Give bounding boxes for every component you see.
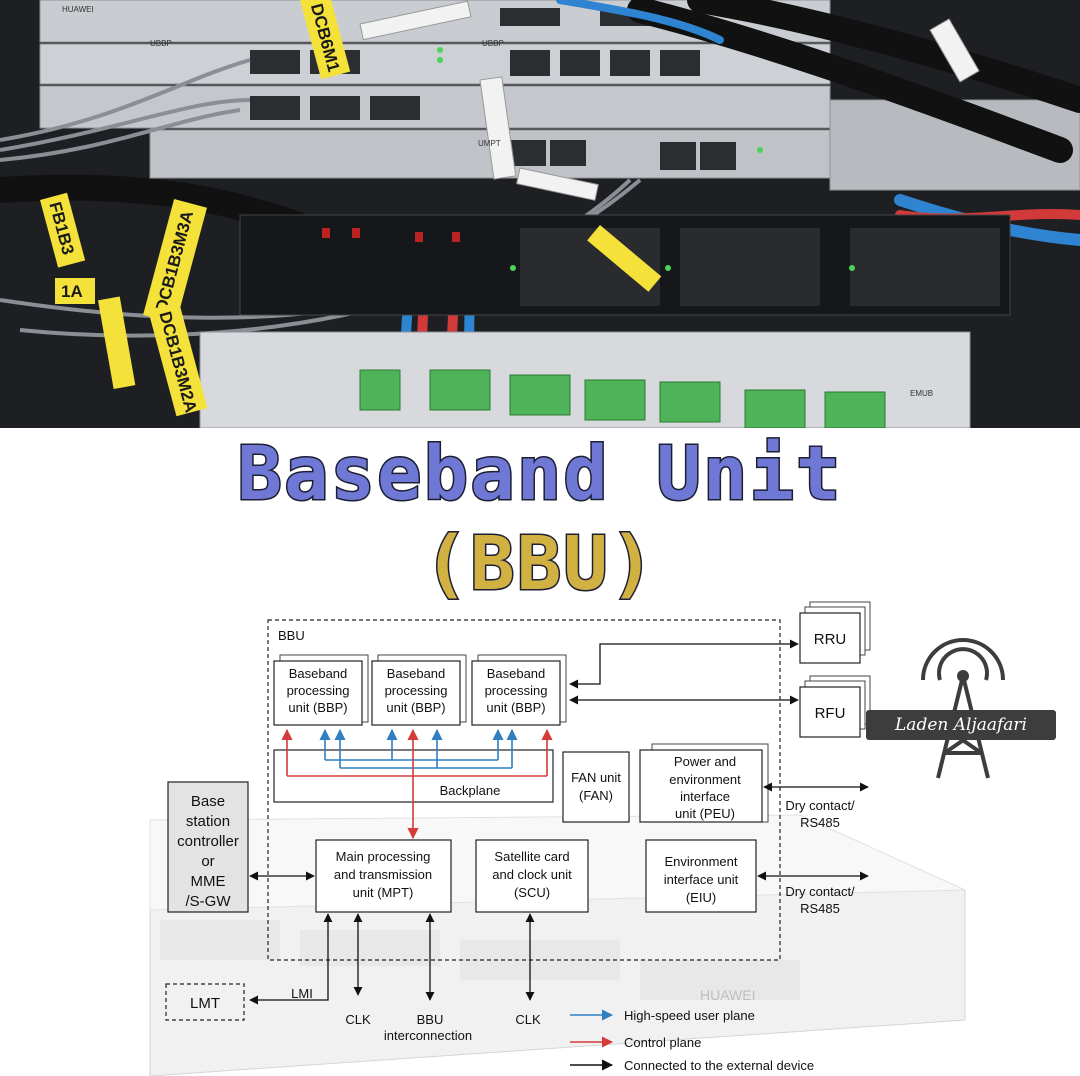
page-title: Baseband Unit bbox=[236, 431, 843, 518]
eiu-label: interface unit bbox=[664, 872, 739, 887]
panel-text: UBBP bbox=[150, 39, 172, 48]
scu-label: and clock unit bbox=[492, 867, 572, 882]
fan-label: (FAN) bbox=[579, 788, 613, 803]
legend-label: Connected to the external device bbox=[624, 1058, 814, 1073]
eiu-unit: Environment interface unit (EIU) bbox=[645, 839, 757, 913]
control-plane-links bbox=[281, 728, 553, 840]
clk-label: CLK bbox=[515, 1012, 541, 1027]
bsc-label: or bbox=[201, 853, 214, 870]
peu-label: interface bbox=[680, 789, 730, 804]
bbu-interconnect-label: BBU bbox=[417, 1012, 444, 1027]
clk-label: CLK bbox=[345, 1012, 371, 1027]
user-plane-links bbox=[319, 728, 518, 769]
bbp-unit-1: Baseband processing unit (BBP) bbox=[273, 654, 369, 726]
legend-label: Control plane bbox=[624, 1035, 701, 1050]
dry-contact-label: Dry contact/ bbox=[785, 884, 855, 899]
bbu-interconnect-label: interconnection bbox=[384, 1028, 472, 1043]
page-subtitle: (BBU) bbox=[422, 521, 657, 608]
mpt-label: Main processing bbox=[336, 849, 431, 864]
scu-unit: Satellite card and clock unit (SCU) bbox=[475, 839, 589, 913]
rru-unit: RRU bbox=[799, 601, 871, 664]
legend: High-speed user plane Control plane Conn… bbox=[570, 1008, 814, 1073]
mpt-label: unit (MPT) bbox=[353, 885, 414, 900]
mpt-label: and transmission bbox=[334, 867, 432, 882]
panel-text: EMUB bbox=[910, 389, 933, 398]
bbp-label: unit (BBP) bbox=[386, 700, 445, 715]
external-links bbox=[249, 639, 869, 1005]
bbu-label: BBU bbox=[278, 628, 305, 643]
bbp-label: Baseband bbox=[487, 666, 546, 681]
bbp-label: processing bbox=[385, 683, 448, 698]
eiu-label: Environment bbox=[665, 854, 738, 869]
eiu-label: (EIU) bbox=[686, 890, 716, 905]
bbp-unit-2: Baseband processing unit (BBP) bbox=[371, 654, 467, 726]
author-watermark: Laden Aljaafari bbox=[866, 710, 1056, 740]
rack-label: 1A bbox=[61, 282, 83, 301]
fan-unit: FAN unit (FAN) bbox=[562, 751, 630, 823]
bbp-label: unit (BBP) bbox=[486, 700, 545, 715]
fan-label: FAN unit bbox=[571, 770, 621, 785]
bbp-label: processing bbox=[485, 683, 548, 698]
equipment-photo: DCB6M1 DCB1B3M3A DCB1B3M2A FB1B3 1A bbox=[0, 0, 1080, 428]
base-station-controller: Base station controller or MME /S-GW bbox=[167, 781, 249, 913]
antenna-logo-icon bbox=[868, 618, 1068, 788]
bsc-label: station bbox=[186, 813, 230, 830]
mpt-unit: Main processing and transmission unit (M… bbox=[315, 839, 452, 913]
bbp-label: unit (BBP) bbox=[288, 700, 347, 715]
bsc-label: MME bbox=[191, 873, 226, 890]
device-brand: HUAWEI bbox=[700, 987, 755, 1003]
legend-label: High-speed user plane bbox=[624, 1008, 755, 1023]
lmi-label: LMI bbox=[291, 986, 313, 1001]
rack-illustration: DCB6M1 DCB1B3M3A DCB1B3M2A FB1B3 1A bbox=[0, 0, 1080, 428]
dry-contact-label: Dry contact/ bbox=[785, 798, 855, 813]
panel-text: HUAWEI bbox=[62, 5, 94, 14]
backplane-label: Backplane bbox=[440, 783, 501, 798]
peu-label: environment bbox=[669, 772, 741, 787]
bsc-label: /S-GW bbox=[186, 893, 232, 910]
rfu-label: RFU bbox=[815, 705, 846, 722]
scu-label: (SCU) bbox=[514, 885, 550, 900]
bbp-label: processing bbox=[287, 683, 350, 698]
bbp-label: Baseband bbox=[387, 666, 446, 681]
bbu-architecture-diagram: HUAWEI BBU Baseband processing unit (BBP… bbox=[0, 600, 1080, 1076]
peu-unit: Power and environment interface unit (PE… bbox=[639, 743, 769, 823]
scu-label: Satellite card bbox=[494, 849, 569, 864]
peu-label: Power and bbox=[674, 754, 736, 769]
peu-label: unit (PEU) bbox=[675, 806, 735, 821]
bbp-unit-3: Baseband processing unit (BBP) bbox=[471, 654, 567, 726]
panel-text: UBBP bbox=[482, 39, 504, 48]
dry-contact-label: RS485 bbox=[800, 901, 840, 916]
dry-contact-label: RS485 bbox=[800, 815, 840, 830]
lmt-label: LMT bbox=[190, 995, 220, 1012]
bbp-label: Baseband bbox=[289, 666, 348, 681]
bsc-label: controller bbox=[177, 833, 239, 850]
bsc-label: Base bbox=[191, 793, 225, 810]
lmt-unit: LMT bbox=[165, 983, 245, 1021]
rru-label: RRU bbox=[814, 631, 847, 648]
panel-text: UMPT bbox=[478, 139, 501, 148]
rfu-unit: RFU bbox=[799, 675, 871, 738]
